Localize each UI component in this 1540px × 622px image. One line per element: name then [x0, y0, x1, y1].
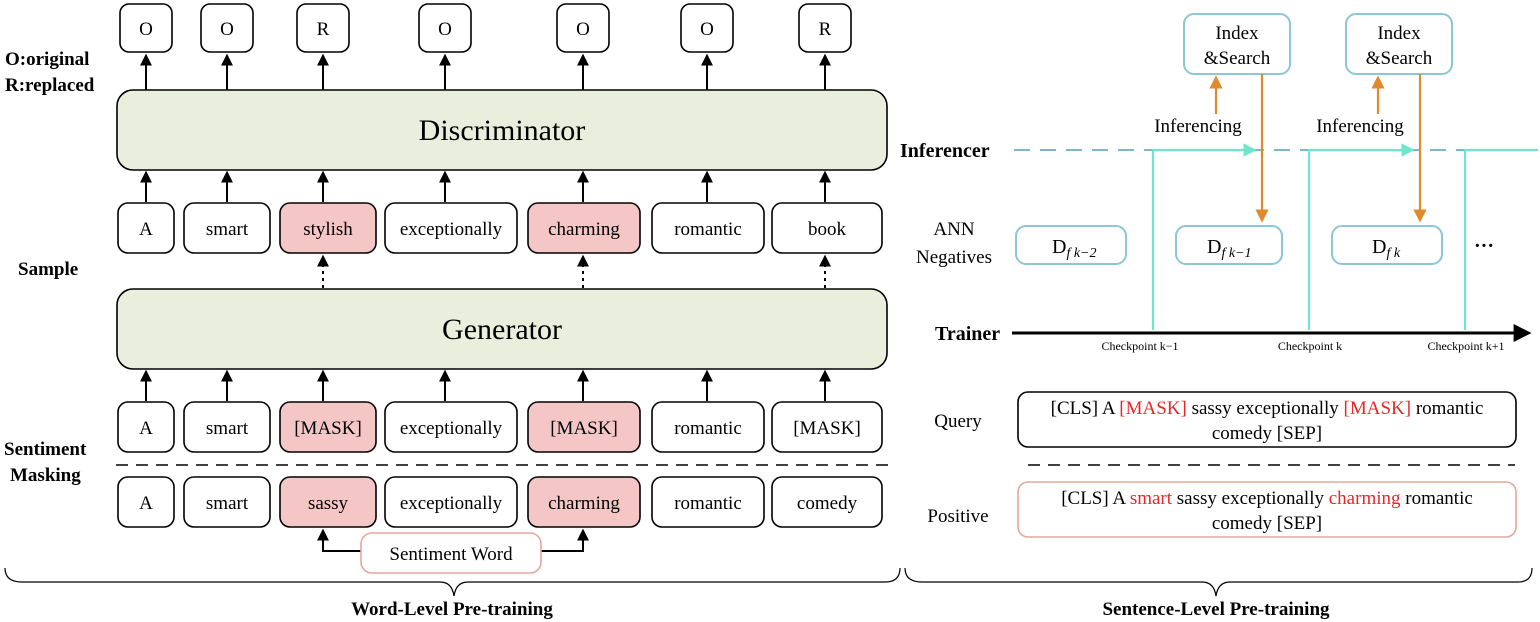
negative-label: Df k−2 — [1052, 236, 1097, 261]
orange-arrows — [1209, 74, 1427, 223]
sentence-level-panel: Inferencer ANN Negatives Trainer Index &… — [900, 13, 1538, 620]
masked-token: [MASK] — [294, 418, 362, 439]
output-row: O O R O O O R — [119, 3, 852, 53]
index-search-line2: &Search — [1366, 48, 1433, 69]
inferencing-label: Inferencing — [1316, 116, 1404, 137]
sampled-token: romantic — [674, 219, 742, 240]
inferencing-label: Inferencing — [1154, 116, 1242, 137]
masked-token: [MASK] — [793, 418, 861, 439]
negative-label: Df k−1 — [1207, 236, 1252, 261]
index-search-line2: &Search — [1204, 48, 1271, 69]
ann-negative-row: Df k−2 Df k−1 Df k ··· — [1015, 225, 1494, 265]
query-box — [1017, 391, 1517, 448]
sampled-token: charming — [548, 219, 620, 240]
original-token: charming — [548, 493, 620, 514]
checkpoint-label: Checkpoint k+1 — [1427, 339, 1504, 353]
sampled-token: exceptionally — [400, 219, 503, 240]
original-token: smart — [206, 493, 249, 514]
discriminator-output-arrows — [140, 53, 831, 90]
masked-token: A — [139, 418, 153, 439]
original-token: sassy — [308, 493, 349, 514]
legend-replaced: R:replaced — [5, 75, 95, 96]
query-text-line2: comedy [SEP] — [1212, 423, 1322, 444]
positive-text-line1: [CLS] A smart sassy exceptionally charmi… — [1061, 488, 1473, 509]
masked-arrows — [140, 369, 831, 401]
legend-original: O:original — [5, 49, 89, 70]
sampled-token: smart — [206, 219, 249, 240]
index-search-box — [1183, 13, 1291, 75]
query-label: Query — [934, 411, 982, 432]
positive-text-line2: comedy [SEP] — [1212, 513, 1322, 534]
original-token-row: A smart sassy exceptionally charming rom… — [117, 476, 883, 528]
inference-segments — [1151, 143, 1538, 330]
original-token: exceptionally — [400, 493, 503, 514]
discriminator-label: Discriminator — [419, 114, 586, 147]
generator-box — [116, 288, 888, 370]
index-search-line1: Index — [1215, 23, 1259, 44]
output-label: R — [819, 19, 832, 40]
checkpoint-label: Checkpoint k−1 — [1101, 339, 1178, 353]
original-token: A — [139, 493, 153, 514]
sentiment-arrow-left — [317, 528, 361, 552]
positive-box — [1017, 481, 1517, 538]
sampled-token: stylish — [303, 219, 353, 240]
word-level-brace — [4, 567, 901, 597]
sentiment-masking-label-line1: Sentiment — [4, 439, 87, 460]
inferencer-label: Inferencer — [900, 140, 990, 162]
query-text-line1: [CLS] A [MASK] sassy exceptionally [MASK… — [1051, 398, 1484, 419]
negative-label: Df k — [1372, 236, 1401, 261]
masked-token: [MASK] — [550, 418, 618, 439]
checkpoint-label: Checkpoint k — [1278, 339, 1342, 353]
index-search-line1: Index — [1377, 23, 1421, 44]
ann-label-line2: Negatives — [916, 247, 992, 268]
output-label: O — [139, 19, 153, 40]
masked-token: romantic — [674, 418, 742, 439]
generator-label: Generator — [442, 313, 562, 346]
output-label: O — [576, 19, 590, 40]
sample-arrows — [140, 170, 831, 202]
original-token: comedy — [797, 493, 858, 514]
original-token: romantic — [674, 493, 742, 514]
positive-label: Positive — [927, 506, 988, 527]
ann-label-line1: ANN — [933, 219, 974, 240]
sentence-level-brace — [904, 567, 1533, 597]
index-search-box — [1345, 13, 1453, 75]
masked-token: smart — [206, 418, 249, 439]
sampled-token-row: A smart stylish exceptionally charming r… — [117, 202, 883, 254]
masked-token-row: A smart [MASK] exceptionally [MASK] roma… — [117, 401, 883, 453]
word-level-caption: Word-Level Pre-training — [351, 599, 553, 620]
word-level-panel: O:original R:replaced Sample Sentiment M… — [4, 3, 901, 620]
output-label: O — [700, 19, 714, 40]
sentiment-masking-label-line2: Masking — [10, 465, 81, 486]
trainer-label: Trainer — [935, 323, 1000, 345]
masked-token: exceptionally — [400, 418, 503, 439]
sentiment-word-box — [360, 532, 542, 574]
more-negatives-ellipsis: ··· — [1474, 235, 1494, 257]
generator-sample-arrows — [317, 254, 831, 288]
discriminator-box — [116, 89, 888, 171]
sampled-token: book — [808, 219, 847, 240]
sampled-token: A — [139, 219, 153, 240]
output-label: O — [438, 19, 452, 40]
output-label: R — [317, 19, 330, 40]
sentiment-word-label: Sentiment Word — [389, 544, 513, 565]
sample-label: Sample — [18, 259, 78, 280]
sentence-level-caption: Sentence-Level Pre-training — [1102, 599, 1330, 620]
sentiment-arrow-right — [541, 528, 589, 552]
output-label: O — [220, 19, 234, 40]
